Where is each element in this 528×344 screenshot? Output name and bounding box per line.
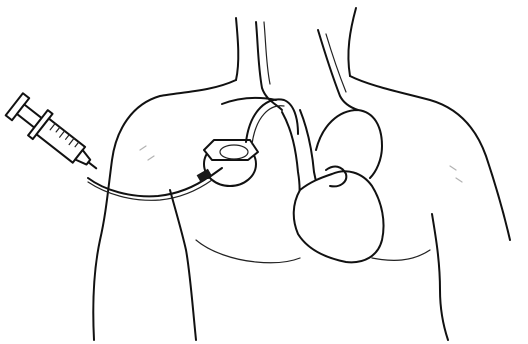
syringe-luer bbox=[88, 162, 96, 168]
right-chest-contour bbox=[372, 250, 430, 260]
neck-right-line bbox=[348, 8, 356, 76]
hatch-mark bbox=[140, 146, 462, 182]
left-armpit-line bbox=[170, 190, 196, 340]
needle-hub bbox=[197, 169, 211, 181]
implanted-port bbox=[204, 140, 258, 186]
left-shoulder-line bbox=[93, 80, 236, 340]
jugular-vein-left-inner bbox=[264, 22, 270, 84]
neck-vessels bbox=[222, 22, 358, 110]
sketch-hatching bbox=[140, 146, 462, 182]
port-top-rim bbox=[204, 140, 258, 160]
heart bbox=[294, 167, 384, 263]
jugular-vein-left bbox=[256, 22, 282, 110]
left-chest-contour bbox=[196, 240, 300, 263]
torso bbox=[93, 8, 510, 340]
neck-left-line bbox=[236, 18, 238, 80]
right-armpit-line bbox=[432, 214, 448, 340]
extension-tube bbox=[88, 176, 210, 196]
aortic-arch bbox=[316, 110, 382, 178]
syringe bbox=[4, 92, 106, 181]
